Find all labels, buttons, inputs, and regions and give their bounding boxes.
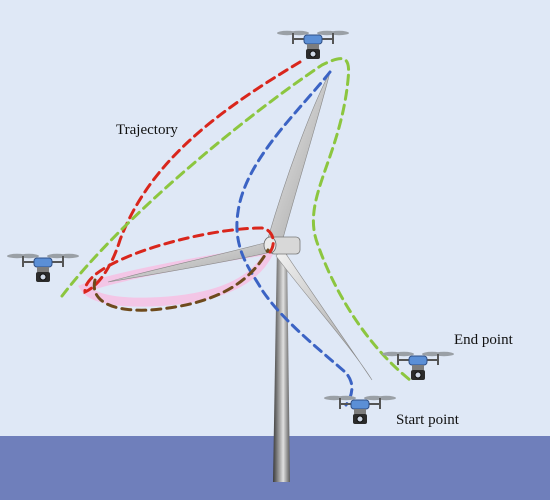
trajectory-brown-path <box>92 248 270 312</box>
start-point-label: Start point <box>396 412 460 428</box>
trajectory-blue-path <box>235 70 354 407</box>
trajectory-green-path <box>60 57 412 382</box>
turbine-tower-icon <box>273 246 290 482</box>
turbine-blade-down <box>275 247 373 381</box>
end-point-label: End point <box>454 332 514 348</box>
trajectory-label: Trajectory <box>116 122 178 138</box>
turbine-blade-left <box>107 241 273 283</box>
trajectory-red-path <box>83 60 302 295</box>
